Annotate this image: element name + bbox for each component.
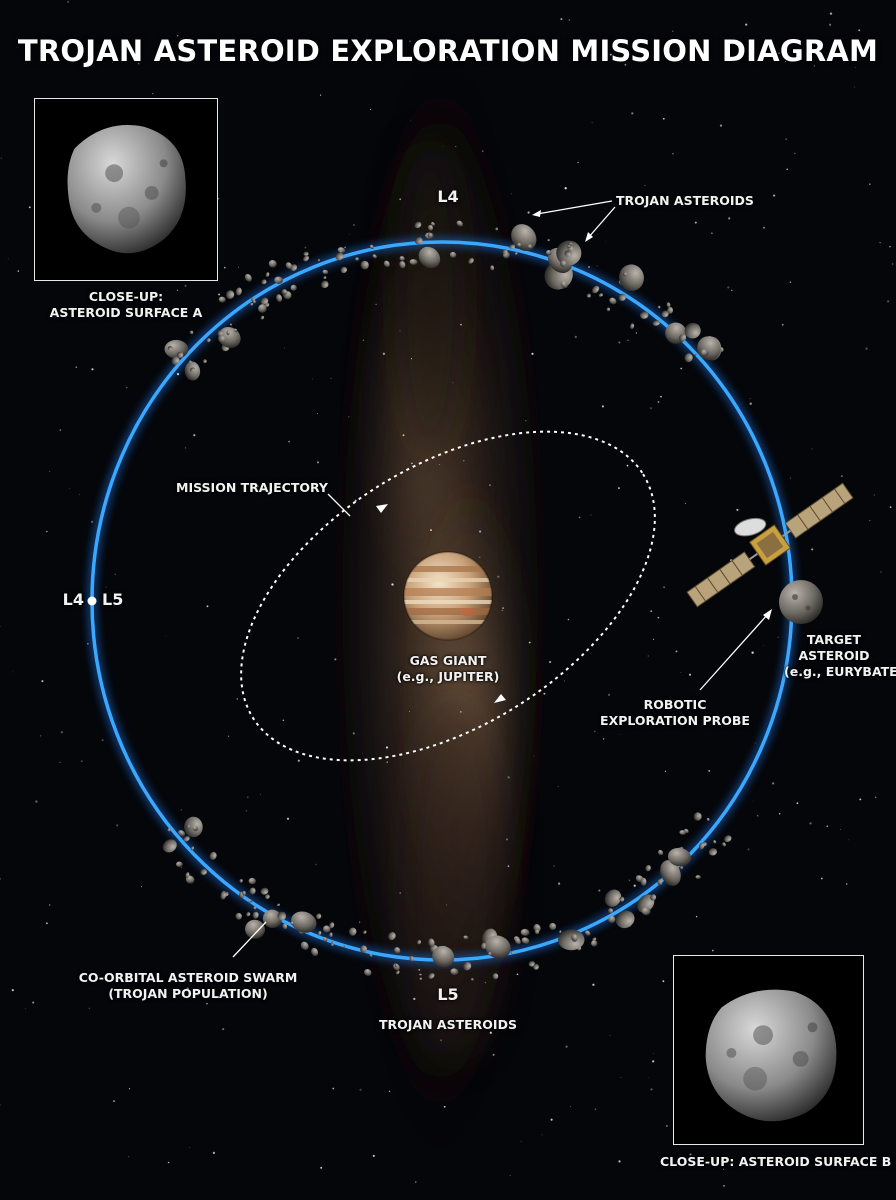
trajectory-arrow-lower (494, 694, 506, 703)
gas-giant-planet (403, 551, 493, 641)
mission-trajectory-path (240, 430, 656, 762)
closeup-a-caption: CLOSE-UP: ASTEROID SURFACE A (34, 289, 218, 321)
gas-giant-label-line1: GAS GIANT (409, 653, 487, 668)
trojan-asteroids-top-label: TROJAN ASTEROIDS (616, 193, 754, 208)
asteroid-surface-b-image (674, 956, 863, 1144)
closeup-a-caption-line1: CLOSE-UP: (88, 289, 164, 304)
closeup-inset-b (673, 955, 864, 1145)
l4-left-label: L4 (62, 590, 84, 609)
swarm-label-line1: CO-ORBITAL ASTEROID SWARM (78, 970, 298, 985)
page-title: TROJAN ASTEROID EXPLORATION MISSION DIAG… (17, 34, 879, 68)
trojan-swarm-l4 (164, 220, 724, 381)
target-asteroid-label-line1: TARGET (806, 632, 862, 647)
robotic-probe (686, 482, 854, 608)
trojan-swarm-l5 (162, 812, 732, 981)
probe-label: ROBOTIC EXPLORATION PROBE (590, 697, 760, 729)
probe-label-line2: EXPLORATION PROBE (600, 713, 750, 728)
lagrange-point-marker (87, 596, 97, 606)
trajectory-arrow-upper (376, 504, 388, 513)
target-asteroid-label-line3: (e.g., EURYBATES) (784, 664, 896, 679)
gas-giant-label-line2: (e.g., JUPITER) (396, 669, 500, 684)
l4-top-label: L4 (437, 187, 459, 206)
leader-lines (232, 200, 772, 958)
target-asteroid-label-line2: ASTEROID (798, 648, 870, 663)
swarm-label: CO-ORBITAL ASTEROID SWARM (TROJAN POPULA… (78, 970, 298, 1002)
closeup-inset-a (34, 98, 218, 281)
l5-left-label: L5 (102, 590, 124, 609)
trojan-asteroids-bottom-label: TROJAN ASTEROIDS (379, 1017, 517, 1032)
target-asteroid (779, 580, 823, 624)
closeup-a-caption-line2: ASTEROID SURFACE A (49, 305, 203, 320)
asteroid-surface-a-image (35, 99, 217, 280)
probe-label-line1: ROBOTIC (643, 697, 707, 712)
mission-trajectory-label: MISSION TRAJECTORY (176, 480, 328, 495)
swarm-label-line2: (TROJAN POPULATION) (108, 986, 268, 1001)
closeup-b-caption: CLOSE-UP: ASTEROID SURFACE B (660, 1154, 892, 1169)
gas-giant-label: GAS GIANT (e.g., JUPITER) (368, 653, 528, 685)
l5-bottom-label: L5 (437, 985, 459, 1004)
target-asteroid-label: TARGET ASTEROID (e.g., EURYBATES) (784, 632, 896, 680)
